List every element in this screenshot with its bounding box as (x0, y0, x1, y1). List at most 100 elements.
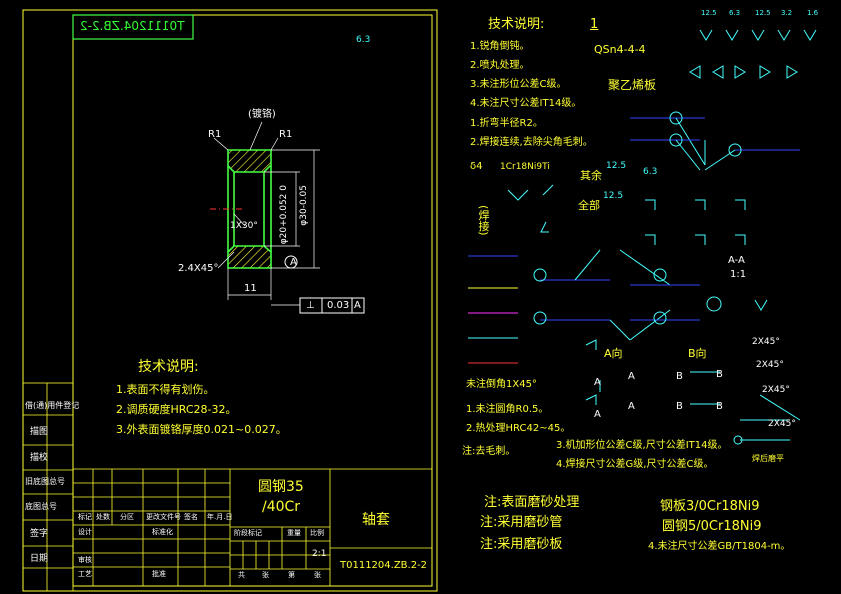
sign-4: 批准 (152, 570, 166, 578)
rough-val-6: 3.2 (781, 9, 793, 17)
right-panel-graphics (468, 29, 817, 445)
letter-b-2: B (716, 369, 723, 380)
rev-h-4: 签名 (184, 513, 198, 521)
outer-frame (22, 9, 438, 592)
right-note-a4: 1.折弯半径R2。 (470, 118, 543, 129)
rev-h-1: 处数 (96, 513, 110, 521)
round-steel-label: 圆钢5/0Cr18Ni9 (662, 519, 762, 534)
view-a-label: A向 (604, 347, 623, 360)
rough-val-5: 6.3 (643, 167, 658, 177)
tolerance-value: 0.03 (327, 300, 350, 311)
right-note-c1: 4.焊接尺寸公差G级,尺寸公差C级。 (556, 459, 714, 470)
inner-frame (72, 14, 433, 587)
perpendicular-symbol: ⊥ (306, 300, 315, 311)
drawing-number: T0111204.ZB.2-2 (340, 560, 428, 571)
right-note-a2: 3.未注形位公差C级。 (470, 79, 567, 90)
tolerance-note: 4.未注尺寸公差GB/T1804-m。 (648, 541, 791, 552)
bottom-note-0: 注:表面磨砂处理 (484, 495, 580, 510)
letter-a-3: A (594, 409, 601, 420)
outer-diameter-label: φ30-0.05 (299, 185, 309, 226)
right-note-a5: 2.焊接连续,去除尖角毛刺。 (470, 137, 593, 148)
part-name: 轴套 (362, 512, 390, 528)
rev-h-3: 更改文件号 (146, 513, 181, 521)
sheet-1: 张 (262, 571, 269, 579)
rough-val-1: 6.3 (729, 9, 741, 17)
stage-h-1: 重量 (287, 529, 301, 537)
sheet-3: 张 (314, 571, 321, 579)
chamfer-1: 2X45° (752, 337, 780, 347)
note-3: 3.外表面镀铬厚度0.021~0.027。 (116, 423, 287, 436)
other-label: 其余 (580, 169, 602, 182)
left-col-3: 旧底图总号 (25, 477, 65, 486)
outer-chamfer-label: 2.4X45° (178, 263, 219, 274)
letter-b-4: B (716, 401, 723, 412)
rough-val-2: 12.5 (755, 9, 771, 17)
left-col-5: 签字 (30, 529, 49, 539)
note-2: 2.调质硬度HRC28-32。 (116, 403, 237, 416)
chamfer-4: 2X45° (768, 419, 796, 429)
sheet-0: 共 (238, 571, 245, 579)
left-col-6: 日期 (30, 554, 49, 564)
rough-val-0: 12.5 (701, 9, 717, 17)
plastic-label: 聚乙烯板 (608, 78, 657, 92)
sign-1: 标准化 (152, 528, 173, 536)
right-note-c0: 3.机加形位公差C级,尺寸公差IT14级。 (556, 440, 728, 451)
material-line-1: 圆钢35 (258, 479, 304, 495)
length-dimension: 11 (244, 283, 257, 294)
sign-0: 设计 (78, 528, 92, 536)
sign-2: 审核 (78, 556, 92, 564)
thickness-label: δ4 (470, 161, 483, 172)
title-block-grid (73, 468, 432, 586)
right-note-b1: 2.热处理HRC42~45。 (466, 423, 571, 434)
letter-b-1: B (676, 371, 683, 382)
stage-h-0: 阶段标记 (234, 529, 262, 537)
sign-3: 工艺 (78, 570, 92, 578)
inner-chamfer-label: 1X30° (230, 221, 258, 231)
part-section (210, 121, 365, 314)
rough-val-4: 12.5 (606, 161, 627, 171)
steel-grade: 1Cr18Ni9Ti (500, 162, 550, 172)
remove-burr-note: 注:去毛刺。 (462, 446, 516, 457)
polish-label: 焊后磨平 (752, 454, 784, 463)
bottom-note-1: 注:采用磨砂管 (480, 515, 563, 530)
all-label: 全部 (578, 199, 600, 212)
right-note-b0: 1.未注圆角R0.5。 (466, 404, 549, 415)
bottom-note-2: 注:采用磨砂板 (480, 537, 563, 552)
scale-value: 2:1 (312, 549, 327, 559)
datum-letter: A (290, 257, 297, 268)
fillet-label-right: R1 (279, 129, 293, 140)
material-line-2: /40Cr (262, 499, 301, 515)
steel-sheet-label: 钢板3/0Cr18Ni9 (660, 499, 760, 514)
right-note-a0: 1.锐角倒钝。 (470, 41, 530, 52)
rough-val-7: 1.6 (807, 9, 819, 17)
chamfer-3: 2X45° (762, 385, 790, 395)
chamfer-2: 2X45° (756, 360, 784, 370)
inner-diameter-label: φ20+0.052 0 (279, 185, 289, 245)
left-column-table (22, 382, 74, 592)
right-notes-title: 技术说明: (488, 17, 545, 32)
rough-val-3: 12.5 (603, 191, 624, 201)
letter-a-1: A (594, 377, 601, 388)
fillet-label-left: R1 (208, 129, 222, 140)
material-qsn: QSn4-4-4 (594, 43, 646, 56)
notes-title: 技术说明: (138, 359, 199, 375)
letter-a-4: A (628, 401, 635, 412)
left-col-0: 借(通)用件登记 (25, 401, 80, 410)
right-number: 1 (590, 17, 599, 32)
section-view-label: A-A (728, 255, 745, 266)
left-col-1: 描图 (30, 427, 49, 437)
section-ratio: 1:1 (730, 269, 747, 280)
rev-h-5: 年.月.日 (207, 513, 233, 521)
rev-h-2: 分区 (120, 513, 134, 521)
code-box (72, 14, 194, 40)
stage-h-2: 比例 (310, 529, 324, 537)
unmarked-chamfer: 未注倒角1X45° (466, 379, 537, 390)
sheet-2: 第 (288, 571, 295, 579)
left-col-4: 底图总号 (25, 502, 57, 511)
note-1: 1.表面不得有划伤。 (116, 383, 215, 396)
weld-vertical-label: (焊接) (477, 205, 490, 236)
rev-h-0: 标记 (78, 513, 92, 521)
right-note-a1: 2.喷丸处理。 (470, 60, 530, 71)
letter-b-3: B (676, 401, 683, 412)
